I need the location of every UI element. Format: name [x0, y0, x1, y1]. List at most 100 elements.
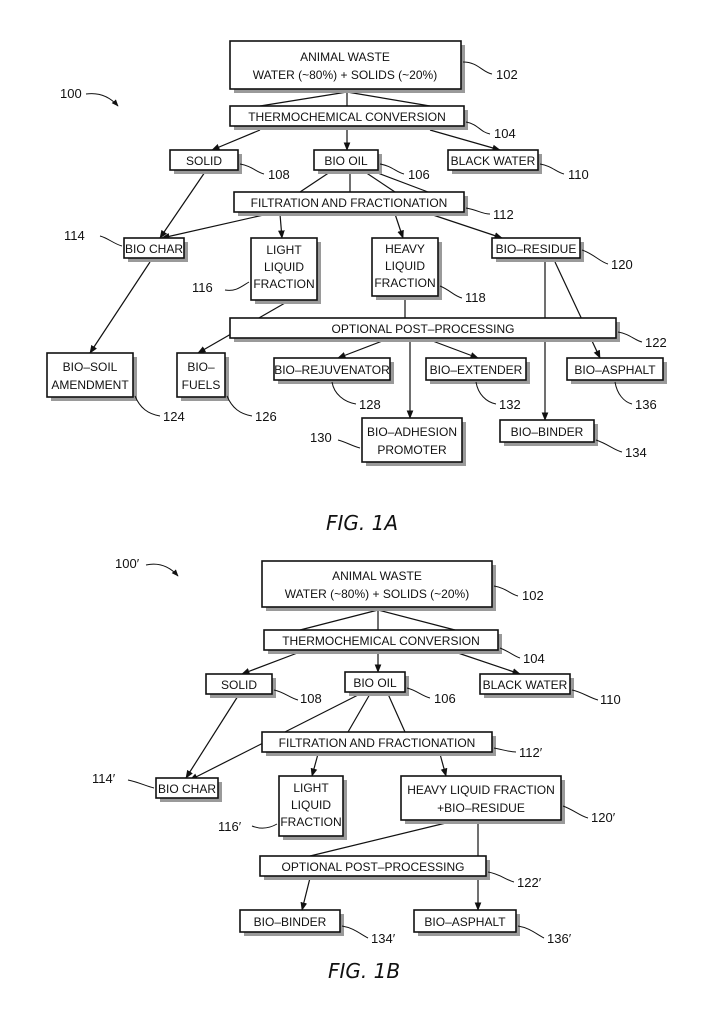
svg-text:FRACTION: FRACTION — [280, 815, 341, 829]
svg-text:114′: 114′ — [92, 771, 116, 786]
fig-1a-caption: FIG. 1A — [326, 511, 398, 535]
ref-main: 100′ — [115, 556, 140, 571]
svg-text:LIQUID: LIQUID — [385, 259, 425, 273]
svg-text:116: 116 — [192, 280, 213, 295]
svg-text:BIO OIL: BIO OIL — [324, 154, 368, 168]
box-bio-extender: BIO–EXTENDER — [425, 357, 530, 384]
box-filtration: FILTRATION AND FRACTIONATION — [261, 731, 496, 756]
box-animal-waste: ANIMAL WASTE WATER (~80%) + SOLIDS (~20%… — [229, 40, 465, 93]
box-thermochemical-conversion: THERMOCHEMICAL CONVERSION — [263, 629, 502, 654]
svg-text:BIO–ASPHALT: BIO–ASPHALT — [424, 915, 506, 929]
svg-text:BLACK WATER: BLACK WATER — [451, 154, 536, 168]
svg-text:130: 130 — [310, 430, 332, 445]
svg-text:BIO–BINDER: BIO–BINDER — [254, 915, 327, 929]
fig-1b: 100′ ANIMAL WASTE WATER (~80%) + SOLIDS … — [92, 556, 621, 983]
svg-text:112′: 112′ — [519, 745, 543, 760]
box-filtration: FILTRATION AND FRACTIONATION — [233, 191, 468, 216]
box-optional-post-processing: OPTIONAL POST–PROCESSING — [259, 855, 490, 880]
svg-text:108: 108 — [300, 691, 322, 706]
box-bio-asphalt: BIO–ASPHALT — [566, 357, 667, 384]
svg-text:134: 134 — [625, 445, 647, 460]
svg-text:AMENDMENT: AMENDMENT — [51, 378, 129, 392]
svg-text:116′: 116′ — [218, 819, 242, 834]
fig-1b-caption: FIG. 1B — [328, 959, 400, 983]
box-bio-oil: BIO OIL — [313, 149, 382, 174]
svg-text:WATER (~80%) + SOLIDS (~20%): WATER (~80%) + SOLIDS (~20%) — [285, 587, 469, 601]
svg-text:LIQUID: LIQUID — [291, 798, 331, 812]
box-bio-char: BIO CHAR — [123, 237, 188, 262]
box-light-liquid-fraction: LIGHT LIQUID FRACTION — [250, 237, 321, 304]
svg-text:BIO–ASPHALT: BIO–ASPHALT — [574, 363, 656, 377]
svg-text:SOLID: SOLID — [186, 154, 222, 168]
svg-text:BIO–BINDER: BIO–BINDER — [511, 425, 584, 439]
svg-text:120: 120 — [611, 257, 633, 272]
svg-text:BIO–: BIO– — [187, 360, 215, 374]
svg-text:FRACTION: FRACTION — [253, 277, 314, 291]
svg-text:LIQUID: LIQUID — [264, 260, 304, 274]
box-bio-asphalt: BIO–ASPHALT — [413, 909, 520, 936]
svg-text:HEAVY LIQUID FRACTION: HEAVY LIQUID FRACTION — [407, 783, 555, 797]
svg-text:132: 132 — [499, 397, 521, 412]
svg-text:122: 122 — [645, 335, 667, 350]
svg-text:ANIMAL WASTE: ANIMAL WASTE — [300, 50, 390, 64]
svg-text:118: 118 — [465, 290, 486, 305]
box-heavy-liquid-fraction-bio-residue: HEAVY LIQUID FRACTION +BIO–RESIDUE — [400, 775, 565, 824]
svg-text:ANIMAL WASTE: ANIMAL WASTE — [332, 569, 422, 583]
svg-text:BIO CHAR: BIO CHAR — [158, 782, 216, 796]
svg-text:102: 102 — [522, 588, 544, 603]
box-bio-binder: BIO–BINDER — [239, 909, 344, 936]
box-bio-binder: BIO–BINDER — [499, 419, 598, 446]
svg-text:WATER (~80%) + SOLIDS (~20%): WATER (~80%) + SOLIDS (~20%) — [253, 68, 437, 82]
svg-text:102: 102 — [496, 67, 518, 82]
box-bio-char: BIO CHAR — [155, 777, 222, 802]
reference-numerals: 102 104 106 108 110 112 114 116 118 120 … — [64, 61, 667, 460]
fig-1a: 100 — [46, 40, 667, 535]
box-bio-residue: BIO–RESIDUE — [491, 237, 584, 262]
svg-text:FILTRATION AND FRACTIONATION: FILTRATION AND FRACTIONATION — [279, 736, 476, 750]
svg-text:104: 104 — [523, 651, 545, 666]
box-bio-fuels: BIO– FUELS — [176, 352, 229, 401]
svg-text:BIO CHAR: BIO CHAR — [125, 242, 183, 256]
svg-text:108: 108 — [268, 167, 290, 182]
box-thermochemical-conversion: THERMOCHEMICAL CONVERSION — [229, 105, 468, 130]
box-black-water: BLACK WATER — [447, 149, 542, 174]
box-animal-waste: ANIMAL WASTE WATER (~80%) + SOLIDS (~20%… — [261, 560, 496, 611]
box-solid: SOLID — [169, 149, 242, 174]
svg-text:114: 114 — [64, 228, 85, 243]
svg-text:OPTIONAL POST–PROCESSING: OPTIONAL POST–PROCESSING — [332, 322, 515, 336]
svg-text:THERMOCHEMICAL CONVERSION: THERMOCHEMICAL CONVERSION — [282, 634, 480, 648]
reference-numerals: 102 104 106 108 110 112′ 114′ 116′ 120′ … — [92, 585, 621, 946]
svg-text:120′: 120′ — [591, 810, 616, 825]
svg-text:BIO–RESIDUE: BIO–RESIDUE — [496, 242, 577, 256]
box-light-liquid-fraction: LIGHT LIQUID FRACTION — [278, 775, 347, 840]
svg-text:BLACK WATER: BLACK WATER — [483, 678, 568, 692]
svg-text:122′: 122′ — [517, 875, 542, 890]
svg-text:FUELS: FUELS — [182, 378, 221, 392]
svg-text:128: 128 — [359, 397, 381, 412]
svg-text:BIO–EXTENDER: BIO–EXTENDER — [430, 363, 523, 377]
svg-text:HEAVY: HEAVY — [385, 242, 425, 256]
box-optional-post-processing: OPTIONAL POST–PROCESSING — [229, 317, 620, 342]
svg-text:124: 124 — [163, 409, 185, 424]
svg-text:BIO–ADHESION: BIO–ADHESION — [367, 425, 457, 439]
svg-text:110: 110 — [568, 167, 589, 182]
box-bio-rejuvenator: BIO–REJUVENATOR — [273, 357, 394, 384]
box-black-water: BLACK WATER — [479, 673, 574, 698]
svg-text:106: 106 — [434, 691, 456, 706]
svg-text:104: 104 — [494, 126, 516, 141]
svg-text:BIO–SOIL: BIO–SOIL — [63, 360, 118, 374]
box-heavy-liquid-fraction: HEAVY LIQUID FRACTION — [371, 237, 442, 300]
svg-text:THERMOCHEMICAL CONVERSION: THERMOCHEMICAL CONVERSION — [248, 110, 446, 124]
box-bio-adhesion-promoter: BIO–ADHESION PROMOTER — [361, 417, 466, 466]
box-bio-soil-amendment: BIO–SOIL AMENDMENT — [46, 352, 137, 401]
svg-text:106: 106 — [408, 167, 430, 182]
svg-text:136: 136 — [635, 397, 657, 412]
svg-text:126: 126 — [255, 409, 277, 424]
svg-text:136′: 136′ — [547, 931, 572, 946]
svg-text:110: 110 — [600, 692, 621, 707]
svg-text:FILTRATION AND FRACTIONATION: FILTRATION AND FRACTIONATION — [251, 196, 448, 210]
svg-text:FRACTION: FRACTION — [374, 276, 435, 290]
svg-text:BIO–REJUVENATOR: BIO–REJUVENATOR — [274, 363, 390, 377]
